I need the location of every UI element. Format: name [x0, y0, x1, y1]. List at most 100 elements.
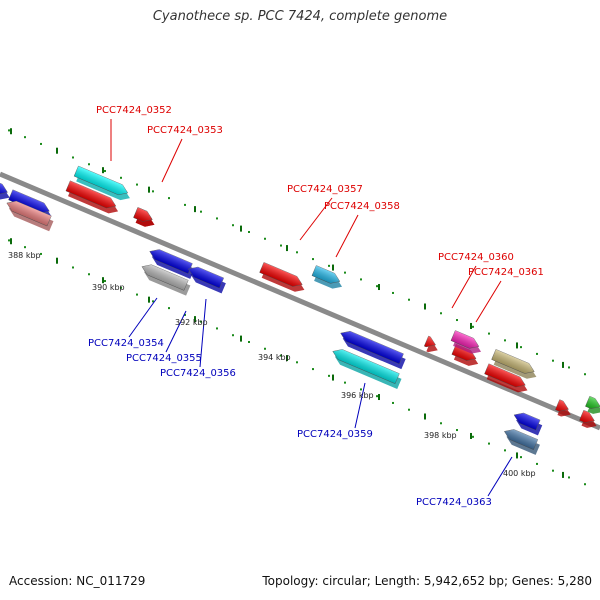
scale-tick [10, 238, 12, 245]
scale-dot [184, 203, 186, 206]
scale-dot [40, 142, 42, 145]
scale-dot [152, 300, 154, 303]
scale-dot [488, 442, 490, 445]
gene-arrow-pcc7424-0357 [259, 262, 305, 292]
gene-arrow [340, 330, 406, 370]
scale-dot [8, 129, 10, 132]
scale-dot [200, 320, 202, 323]
gene-arrow-depth [0, 187, 10, 200]
gene-arrow-pcc7424-0356-gloss [188, 267, 224, 289]
scale-dot [152, 190, 154, 193]
scale-tick [194, 206, 196, 213]
scale-dot [104, 170, 106, 173]
scale-dot [488, 332, 490, 335]
gene-label: PCC7424_0358 [324, 201, 400, 212]
gene-pcc7424-0353: PCC7424_0353 [133, 125, 223, 227]
gene-arrow [423, 335, 438, 353]
gene-arrow [513, 412, 543, 436]
scale-dot [392, 291, 394, 294]
scale-dot [104, 280, 106, 283]
scale-dot [200, 210, 202, 213]
gene-label: PCC7424_0360 [438, 252, 514, 263]
unlabeled-genes [0, 180, 600, 436]
scale-dot [24, 246, 26, 249]
scale-tick [332, 264, 334, 271]
gene-arrow-pcc7424-0363 [504, 429, 540, 455]
gene-arrow-pcc7424-0363-gloss [504, 429, 538, 450]
gene-arrow-pcc7424-0361-gloss [491, 349, 535, 374]
scale-tick [102, 277, 104, 284]
accession-text: Accession: NC_011729 [9, 574, 146, 588]
gene-arrow-pcc7424-0357-gloss [259, 262, 303, 287]
gene-arrow-gloss [8, 189, 50, 214]
scale-dot [168, 197, 170, 200]
scale-tick [56, 257, 58, 264]
gene-arrow-pcc7424-0353-gloss [133, 207, 153, 222]
scale-tick [470, 322, 472, 329]
scale-tick [562, 361, 564, 368]
scale-dot [520, 456, 522, 459]
scale-tick [424, 303, 426, 310]
gene-leader-line [128, 297, 158, 338]
scale-dot [584, 373, 586, 376]
scale-tick [516, 342, 518, 349]
gene-arrow [6, 200, 54, 232]
gene-arrow [555, 399, 571, 417]
gene-pcc7424-0356: PCC7424_0356 [160, 266, 236, 379]
scale-dot [440, 312, 442, 315]
scale-dot [280, 244, 282, 247]
gene-label: PCC7424_0363 [416, 497, 492, 508]
gene-pcc7424-0361: PCC7424_0361 [468, 267, 544, 379]
scale-dot [456, 319, 458, 322]
gene-arrow-pcc7424-0358 [311, 265, 343, 289]
gene-label: PCC7424_0356 [160, 368, 236, 379]
diagram-title: Cyanothece sp. PCC 7424, complete genome [152, 9, 448, 24]
gene-arrow-pcc7424-0355 [149, 249, 195, 279]
gene-pcc7424-0360: PCC7424_0360 [438, 252, 514, 354]
scale-dot [456, 429, 458, 432]
scale-dot [312, 368, 314, 371]
gene-arrow-gloss [424, 335, 436, 347]
scale-label: 396 kbp [341, 391, 374, 400]
scale-dot [216, 327, 218, 330]
scale-dot [88, 273, 90, 276]
gene-label: PCC7424_0354 [88, 338, 164, 349]
gene-arrow-gloss [555, 399, 569, 412]
gene-leader-line [299, 197, 333, 241]
scale-label: 394 kbp [258, 353, 291, 362]
scale-dot [568, 476, 570, 479]
gene-arrow [0, 182, 10, 200]
gene-arrow-pcc7424-0360 [450, 330, 482, 354]
scale-dot [568, 366, 570, 369]
scale-dot [408, 408, 410, 411]
scale-dot [184, 313, 186, 316]
gene-arrow [585, 395, 600, 414]
genome-backbone [0, 171, 600, 431]
gene-leader-line [487, 456, 513, 497]
gene-arrow-pcc7424-0355-gloss [149, 249, 193, 274]
gene-leader-line [165, 310, 187, 353]
scale-tick [240, 225, 242, 232]
gene-arrow-pcc7424-0358-gloss [311, 265, 340, 284]
genome-info-text: Topology: circular; Length: 5,942,652 bp… [262, 574, 592, 588]
gene-arrow-gloss [65, 180, 116, 209]
scale-dot [344, 271, 346, 274]
scale-dot [344, 381, 346, 384]
scale-tick [10, 128, 12, 135]
scale-tick [286, 355, 288, 362]
gene-arrow-gloss [6, 201, 52, 227]
scale-dot [264, 237, 266, 240]
gene-arrow-pcc7424-0354-gloss [141, 264, 189, 291]
scale-tick [240, 335, 242, 342]
gene-pcc7424-0358: PCC7424_0358 [311, 201, 400, 289]
scale-dot [472, 435, 474, 438]
scale-tick [424, 413, 426, 420]
scale-dot [520, 346, 522, 349]
gene-arrow [484, 363, 528, 393]
scale-dot [536, 462, 538, 465]
scale-dot [504, 449, 506, 452]
gene-arrow-gloss [585, 396, 600, 409]
scale-dot [504, 339, 506, 342]
scale-dot [408, 298, 410, 301]
gene-leader-line [199, 298, 207, 368]
